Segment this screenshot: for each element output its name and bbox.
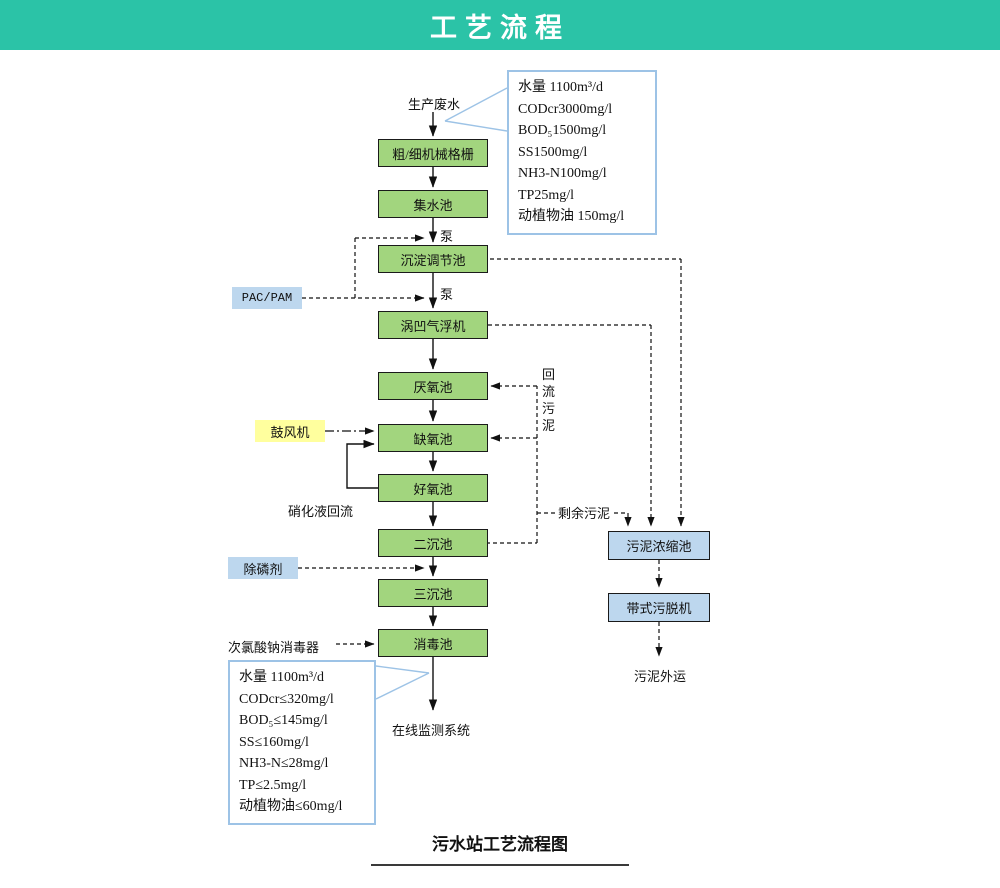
param-line: NH3-N≤28mg/l bbox=[239, 756, 329, 771]
header-bar: 工艺流程 bbox=[0, 0, 1000, 50]
caption-underline bbox=[371, 864, 629, 866]
node-secondary-clarifier: 二沉池 bbox=[378, 529, 488, 557]
param-line: 动植物油≤60mg/l bbox=[239, 799, 343, 814]
effluent-parameters-box: 水量 1100m³/d CODcr≤320mg/l BOD₅≤145mg/l S… bbox=[228, 660, 376, 825]
node-sludge-thickener: 污泥浓缩池 bbox=[608, 531, 710, 560]
page-title: 工艺流程 bbox=[430, 12, 570, 43]
pacpam-dosing-lines bbox=[302, 234, 425, 302]
equipment-hypochlorite-disinfector-label: 次氯酸钠消毒器 bbox=[228, 640, 320, 655]
chemical-phosphorus-removal: 除磷剂 bbox=[228, 557, 298, 579]
flotation-to-thickener-line bbox=[488, 324, 655, 527]
param-line: CODcr≤320mg/l bbox=[239, 691, 334, 707]
nitrification-return-label: 硝化液回流 bbox=[288, 504, 354, 519]
equipment-blower: 鼓风机 bbox=[255, 420, 325, 442]
param-line: TP≤2.5mg/l bbox=[239, 777, 307, 793]
param-line: TP25mg/l bbox=[518, 187, 575, 203]
effluent-callout-lines bbox=[375, 665, 430, 700]
param-line: BOD₅≤145mg/l bbox=[239, 713, 328, 728]
return-sludge-label: 回流污泥 bbox=[541, 366, 556, 434]
main-flow-arrows bbox=[346, 112, 438, 711]
regulate-to-thickener-line bbox=[490, 258, 685, 527]
node-collection-tank: 集水池 bbox=[378, 190, 488, 218]
diagram-caption: 污水站工艺流程图 bbox=[432, 835, 568, 854]
node-sedimentation-regulating-tank: 沉淀调节池 bbox=[378, 245, 488, 273]
node-cavitation-air-flotation: 涡凹气浮机 bbox=[378, 311, 488, 339]
param-line: BOD₅1500mg/l bbox=[518, 123, 607, 138]
node-coarse-fine-screen: 粗/细机械格栅 bbox=[378, 139, 488, 167]
online-monitoring-label: 在线监测系统 bbox=[392, 723, 471, 738]
param-line: NH3-N100mg/l bbox=[518, 166, 607, 181]
node-anoxic-tank: 缺氧池 bbox=[378, 424, 488, 452]
node-anaerobic-tank: 厌氧池 bbox=[378, 372, 488, 400]
node-aerobic-tank: 好氧池 bbox=[378, 474, 488, 502]
influent-parameters-box: 水量 1100m³/d CODcr3000mg/l BOD₅1500mg/l S… bbox=[507, 70, 657, 235]
node-disinfection-tank: 消毒池 bbox=[378, 629, 488, 657]
param-line: SS≤160mg/l bbox=[239, 734, 309, 750]
node-belt-dewatering-machine: 带式污脱机 bbox=[608, 593, 710, 622]
influent-source-label: 生产废水 bbox=[407, 97, 460, 112]
sludge-out-label: 污泥外运 bbox=[633, 669, 686, 684]
param-line: 动植物油 150mg/l bbox=[518, 209, 625, 224]
param-line: SS1500mg/l bbox=[518, 144, 588, 160]
nitrification-return-loop bbox=[346, 439, 378, 489]
return-sludge-lines bbox=[486, 382, 538, 544]
pump-label-lower: 泵 bbox=[440, 287, 454, 302]
excess-sludge-label: 剩余污泥 bbox=[556, 503, 613, 522]
param-line: 水量 1100m³/d bbox=[239, 670, 324, 685]
node-tertiary-clarifier: 三沉池 bbox=[378, 579, 488, 607]
chemical-pac-pam: PAC/PAM bbox=[232, 287, 302, 309]
pump-label-upper: 泵 bbox=[440, 229, 454, 244]
influent-callout-lines bbox=[444, 87, 508, 132]
param-line: CODcr3000mg/l bbox=[518, 101, 613, 117]
param-line: 水量 1100m³/d bbox=[518, 80, 603, 95]
